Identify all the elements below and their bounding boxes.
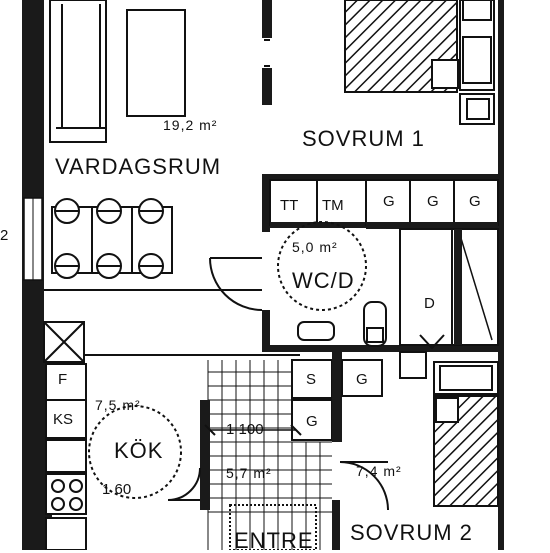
wall-bath-bottom [262,345,500,352]
vardagsrum-area: 19,2 m² [163,117,218,133]
sofa [49,0,107,143]
kitchen-table [88,405,182,499]
dining-table [51,198,173,279]
kok-label: KÖK [114,438,164,463]
wcd-label: WC/D [292,268,355,293]
kitchen-counter [43,321,87,550]
single-bed-2 [433,361,499,507]
storage-g-label-1: G [306,413,318,430]
storage-g-label-2: G [356,371,368,388]
double-bed-1 [344,0,495,125]
sovrum2-label: SOVRUM 2 [350,520,473,545]
door-gap-top [262,38,272,68]
kitchen-dimension: 1 60 [102,481,132,498]
kok-area: 7,5 m² [95,397,141,413]
edge-dimension-mark: 2 [0,227,9,244]
sovrum2-area: 7,4 m² [356,463,402,479]
vardagsrum-label: VARDAGSRUM [55,154,222,179]
wardrobe-label-1: G [383,193,395,210]
entre-label: ENTRE [234,528,314,553]
door-gap-bath [262,232,270,310]
hall-area: 5,7 m² [226,465,272,481]
freezer-label: KS [53,411,74,428]
tt-label: TT [280,197,299,214]
wardrobe-label-2: G [427,193,439,210]
wardrobe-label-3: G [469,193,481,210]
wall-bath-top [262,174,500,180]
fridge-label: F [58,371,68,388]
exterior-wall-right [498,0,504,550]
coffee-table [126,9,186,117]
sovrum1-label: SOVRUM 1 [302,126,425,151]
dryer-label: D [424,295,435,312]
wcd-area: 5,0 m² [292,239,338,255]
hall-dimension: 1 100 [226,421,264,438]
storage-s-label: S [306,371,317,388]
tm-label: TM [322,197,344,214]
